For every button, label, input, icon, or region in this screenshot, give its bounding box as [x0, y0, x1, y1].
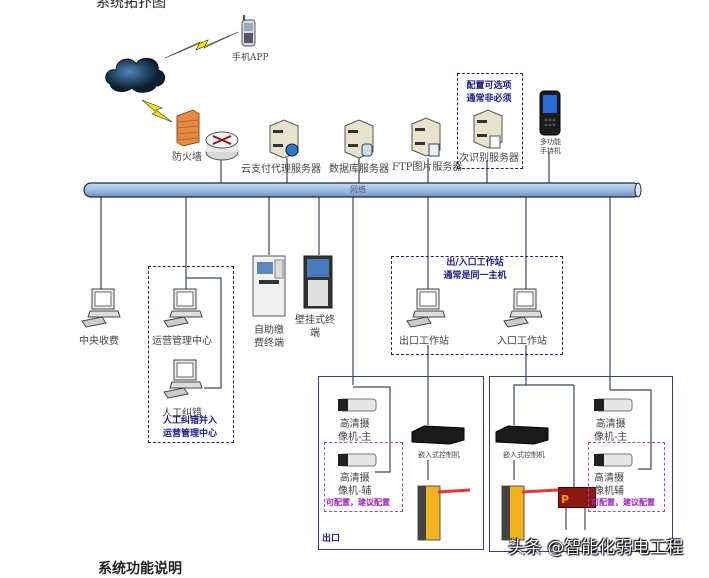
computer-icon — [503, 288, 543, 328]
label-line: 高清摄 — [595, 419, 626, 430]
entry-controller-label: 嵌入式控制机 — [503, 451, 545, 459]
exit-lane-title: 出口 — [322, 534, 341, 544]
manual-note: 人工纠错并入 运营管理中心 — [152, 415, 228, 441]
label-line: 手持机 — [540, 147, 561, 155]
exit-optional-note: 可配置，建议配置 — [326, 497, 390, 507]
optional-server-note: 配置可选项 通常非必须 — [461, 80, 517, 106]
label-line: 像机-主 — [338, 432, 372, 443]
note-line: 配置可选项 — [466, 81, 512, 91]
wall-terminal-icon — [303, 255, 333, 309]
barrier-gate-icon — [501, 485, 559, 541]
header-fragment: 系统拓扑图 — [96, 0, 166, 11]
label-line: 高清摄 — [339, 473, 370, 484]
firewall-label: 防火墙 — [172, 152, 202, 163]
barrier-gate-icon — [417, 485, 471, 541]
sign-letter: P — [561, 493, 570, 506]
note-line: 通常非必须 — [466, 94, 512, 104]
image-icon — [428, 143, 440, 157]
server-icon — [411, 117, 441, 157]
exit-optional-box — [324, 442, 403, 512]
wall-terminal-label: 壁挂式终 端 — [295, 314, 335, 340]
server-database[interactable] — [343, 118, 375, 162]
label-line: 壁挂式终 — [295, 315, 335, 326]
computer-icon — [81, 288, 121, 328]
internet-cloud-icon — [105, 57, 165, 93]
globe-icon — [285, 143, 299, 157]
camera-icon — [594, 453, 633, 467]
label-line: 费终端 — [254, 338, 284, 349]
note-line: 运营管理中心 — [162, 429, 217, 439]
embedded-controller-icon — [495, 425, 549, 445]
wireless-bolt-icon — [141, 99, 173, 123]
manual-correction-label: 人工纠错 — [162, 408, 202, 419]
server-ftp-image[interactable] — [410, 116, 442, 162]
embedded-controller-icon — [411, 425, 465, 445]
label-line: 高清摄 — [339, 419, 370, 430]
server-icon — [344, 119, 374, 159]
label-line: 自助缴 — [254, 325, 284, 336]
doc-icon — [489, 135, 501, 149]
label-line: 像机-辅 — [338, 486, 372, 497]
entry-optional-box — [588, 442, 665, 512]
server-label: 数据库服务器 — [329, 164, 389, 175]
server-label: FTP图片服务器 — [392, 162, 463, 173]
server-label: 云支付代理服务器 — [241, 164, 321, 175]
ops-center-box — [148, 266, 234, 443]
server-icon — [269, 119, 299, 159]
ops-center-label: 运营管理中心 — [152, 336, 212, 347]
exit-workstation-label: 出口工作站 — [399, 336, 449, 347]
entry-workstation-label: 入口工作站 — [497, 336, 547, 347]
central-charge-label: 中央收费 — [79, 336, 119, 347]
workstations-box — [391, 256, 563, 355]
handheld-terminal-icon — [539, 90, 561, 136]
computer-icon — [406, 288, 446, 328]
note-line: 人工纠错并入 — [162, 416, 217, 426]
parking-sign-icon: P — [558, 487, 596, 508]
computer-icon — [163, 288, 203, 328]
exit-lane-box — [318, 376, 484, 550]
camera-icon — [594, 398, 633, 412]
computer-icon — [163, 359, 203, 399]
note-line: 出/入口工作站 — [446, 258, 504, 268]
note-line: 通常是同一主机 — [443, 271, 507, 281]
watermark: 头条 @智能化弱电工程 — [508, 538, 684, 558]
server-label: 次识别服务器 — [459, 153, 519, 164]
handheld-label: 多功能 手持机 — [540, 138, 561, 156]
exit-camera-aux-label: 高清摄 像机-辅 — [338, 472, 371, 498]
router-icon — [205, 131, 239, 161]
mobile-app-label: 手机APP — [232, 53, 269, 63]
optional-server-box — [457, 73, 523, 169]
network-bus-label: 网络 — [350, 185, 366, 194]
label-line: 像机-主 — [594, 432, 628, 443]
self-pay-kiosk-icon — [252, 255, 286, 317]
workstations-note: 出/入口工作站 通常是同一主机 — [430, 257, 520, 283]
entry-camera-main-label: 高清摄 像机-主 — [594, 418, 627, 444]
entry-lane-box — [489, 376, 673, 552]
server-cloud-payment[interactable] — [268, 118, 300, 162]
firewall-icon — [176, 109, 200, 146]
exit-camera-main-label: 高清摄 像机-主 — [338, 418, 371, 444]
server-recognition[interactable] — [472, 108, 504, 154]
label-line: 像机辅 — [594, 486, 624, 497]
label-line: 高清摄 — [594, 473, 624, 484]
label-line: 端 — [310, 328, 320, 339]
database-icon — [361, 143, 373, 157]
entry-camera-aux-label: 高清摄 像机辅 — [594, 472, 624, 498]
entry-optional-note: 可配置，建议配置 — [591, 497, 655, 507]
wireless-bolt-icon — [164, 31, 239, 59]
self-pay-label: 自助缴 费终端 — [254, 324, 284, 350]
camera-icon — [338, 453, 377, 467]
camera-icon — [338, 398, 377, 412]
mobile-phone-icon — [241, 15, 256, 47]
exit-controller-label: 嵌入式控制机 — [418, 451, 460, 459]
server-icon — [473, 109, 503, 149]
label-line: 多功能 — [540, 138, 561, 146]
